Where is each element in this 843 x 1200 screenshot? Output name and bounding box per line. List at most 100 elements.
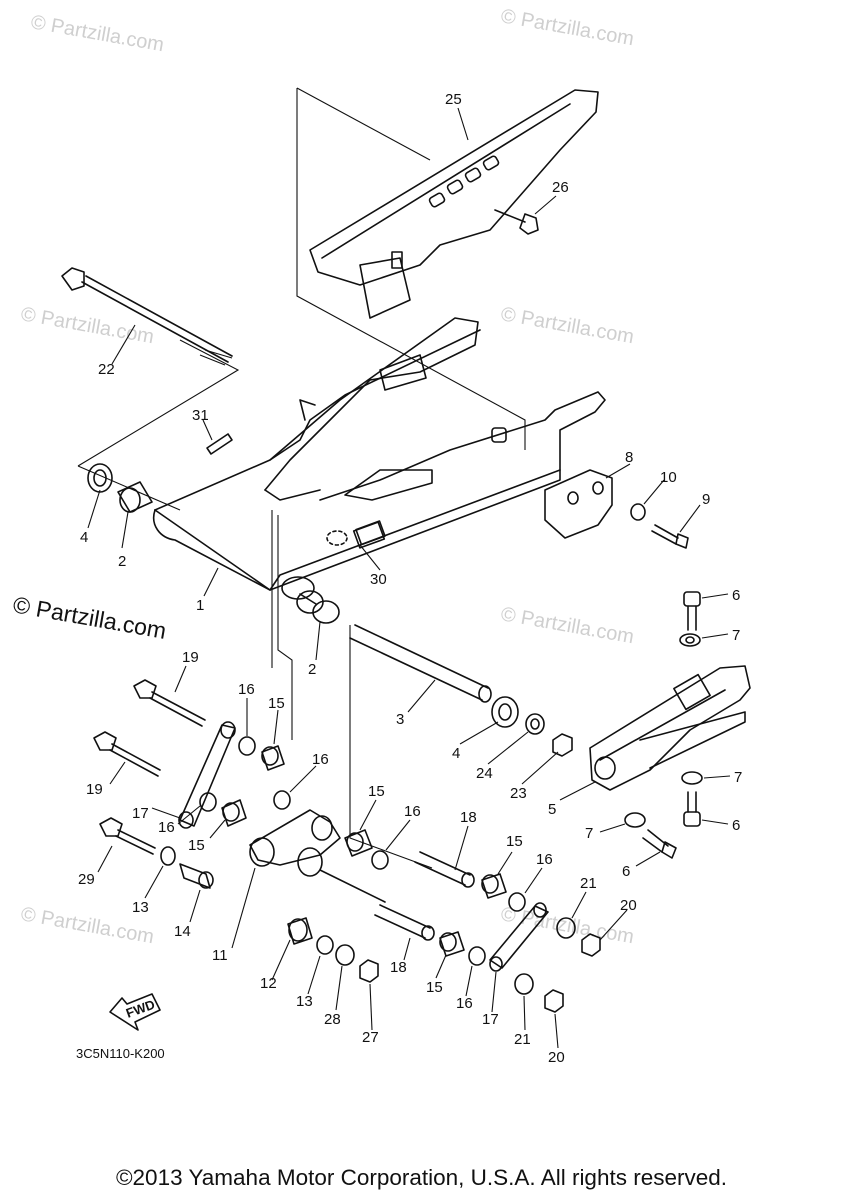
bolt-6-bottom <box>642 829 677 859</box>
washer-10 <box>630 503 646 521</box>
callout-27: 27 <box>362 1029 379 1046</box>
callout-16: 16 <box>312 751 329 768</box>
callout-30: 30 <box>370 571 387 588</box>
collar-15-c <box>344 829 373 857</box>
callout-4: 4 <box>80 529 88 546</box>
nut-27 <box>359 959 379 983</box>
watermark: © Partzilla.com <box>499 5 636 50</box>
callout-23: 23 <box>510 785 527 802</box>
bearing-4-left <box>87 463 113 493</box>
washer-7-top <box>679 633 701 647</box>
bolt-29 <box>99 817 156 855</box>
label-sticker-31 <box>206 433 233 455</box>
link-17-left <box>178 721 236 829</box>
collar-2-left <box>117 481 153 513</box>
callout-16: 16 <box>158 819 175 836</box>
relay-arm-11 <box>249 809 341 877</box>
washer-16-e <box>508 892 526 912</box>
washer-16-c <box>273 790 291 810</box>
callout-9: 9 <box>702 491 710 508</box>
callout-16: 16 <box>456 995 473 1012</box>
callout-25: 25 <box>445 91 462 108</box>
washer-21-upper <box>556 917 576 939</box>
washer-7-right <box>681 771 703 785</box>
washer-16-b <box>199 792 217 812</box>
callout-7: 7 <box>734 769 742 786</box>
bolt-19-upper <box>133 679 206 727</box>
callout-22: 22 <box>98 361 115 378</box>
collar-15-d <box>481 873 507 899</box>
callout-15: 15 <box>268 695 285 712</box>
callout-16: 16 <box>536 851 553 868</box>
washer-28 <box>335 944 355 966</box>
callout-17: 17 <box>482 1011 499 1028</box>
callout-18: 18 <box>460 809 477 826</box>
bolt-19-lower <box>93 731 161 777</box>
callout-18: 18 <box>390 959 407 976</box>
callout-5: 5 <box>548 801 556 818</box>
callout-16: 16 <box>238 681 255 698</box>
bolt-6-right <box>683 791 701 827</box>
callout-1: 1 <box>196 597 204 614</box>
fwd-arrow: FWD <box>109 993 161 1031</box>
callout-15: 15 <box>426 979 443 996</box>
callout-15: 15 <box>188 837 205 854</box>
washer-21-lower <box>514 973 534 995</box>
callout-2: 2 <box>308 661 316 678</box>
chain-guard <box>309 89 599 319</box>
callout-14: 14 <box>174 923 191 940</box>
callout-13: 13 <box>132 899 149 916</box>
callout-16: 16 <box>404 803 421 820</box>
callout-12: 12 <box>260 975 277 992</box>
watermark-large: © Partzilla.com <box>11 591 168 644</box>
callout-21: 21 <box>580 875 597 892</box>
callout-11: 11 <box>212 947 228 964</box>
callout-7: 7 <box>585 825 593 842</box>
bolt-26 <box>494 209 539 235</box>
label-30 <box>355 520 386 546</box>
copyright-notice: ©2013 Yamaha Motor Corporation, U.S.A. A… <box>115 1165 728 1190</box>
callout-17: 17 <box>132 805 149 822</box>
callout-3: 3 <box>396 711 404 728</box>
callout-29: 29 <box>78 871 95 888</box>
diagram-code: 3C5N110-K200 <box>76 1046 165 1061</box>
callout-31: 31 <box>192 407 209 424</box>
bearing-12 <box>287 917 313 945</box>
collar-15-a <box>261 745 285 771</box>
collar-15-b <box>221 799 247 827</box>
callout-6: 6 <box>732 587 740 604</box>
washer-16-a <box>238 736 256 756</box>
callout-8: 8 <box>625 449 633 466</box>
leader-lines <box>87 107 731 1049</box>
callout-26: 26 <box>552 179 569 196</box>
callout-7: 7 <box>732 627 740 644</box>
callout-28: 28 <box>324 1011 341 1028</box>
washer-7-bottom <box>624 812 646 828</box>
collar-2-right <box>296 590 340 624</box>
sleeve-14 <box>179 863 214 889</box>
callout-19: 19 <box>86 781 103 798</box>
watermark: © Partzilla.com <box>29 11 166 56</box>
sleeve-18-lower <box>319 869 435 941</box>
link-17-right <box>489 902 549 972</box>
washer-24 <box>525 713 545 735</box>
watermark: © Partzilla.com <box>499 603 636 648</box>
sleeve-18-upper <box>414 851 475 888</box>
watermark: © Partzilla.com <box>499 303 636 348</box>
callout-20: 20 <box>620 897 637 914</box>
callout-19: 19 <box>182 649 199 666</box>
fwd-label: FWD <box>124 997 157 1021</box>
callout-6: 6 <box>622 863 630 880</box>
bearing-4-right <box>491 696 519 728</box>
washer-16-d <box>371 850 389 870</box>
nut-20-upper <box>581 933 601 957</box>
callout-15: 15 <box>368 783 385 800</box>
callout-2: 2 <box>118 553 126 570</box>
callout-20: 20 <box>548 1049 565 1066</box>
swingarm <box>153 317 606 740</box>
pivot-bolt-22 <box>61 267 233 366</box>
callout-21: 21 <box>514 1031 531 1048</box>
chain-puller-5 <box>589 665 751 791</box>
callout-15: 15 <box>506 833 523 850</box>
